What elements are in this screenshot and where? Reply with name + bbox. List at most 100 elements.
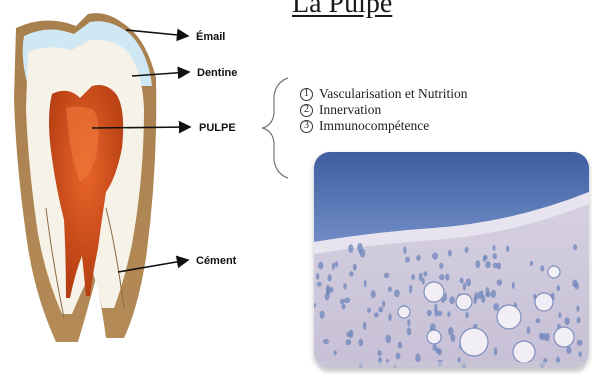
cell-nucleus bbox=[344, 297, 350, 303]
cell-nucleus bbox=[427, 310, 432, 316]
cell-nucleus bbox=[320, 311, 325, 319]
cell-nucleus bbox=[416, 255, 421, 261]
number-badge: 2 bbox=[300, 104, 313, 117]
cell-nucleus bbox=[448, 250, 452, 257]
cell-nucleus bbox=[382, 300, 385, 307]
cell-nucleus bbox=[340, 299, 345, 304]
function-label: Innervation bbox=[319, 102, 381, 118]
cell-nucleus bbox=[497, 279, 502, 285]
cell-nucleus bbox=[466, 278, 471, 286]
cell-nucleus bbox=[323, 339, 329, 344]
blood-vessel bbox=[424, 282, 444, 302]
cell-nucleus bbox=[463, 283, 466, 291]
cell-nucleus bbox=[386, 335, 392, 344]
label-email: Émail bbox=[196, 31, 225, 43]
cell-nucleus bbox=[357, 243, 363, 252]
cell-nucleus bbox=[437, 311, 443, 316]
cell-nucleus bbox=[384, 273, 389, 279]
cell-nucleus bbox=[527, 326, 531, 334]
cell-nucleus bbox=[343, 283, 346, 290]
cell-nucleus bbox=[432, 253, 438, 260]
cell-nucleus bbox=[474, 295, 477, 304]
cell-nucleus bbox=[405, 257, 410, 263]
cell-nucleus bbox=[367, 308, 371, 313]
cell-nucleus bbox=[358, 339, 363, 346]
cell-nucleus bbox=[398, 342, 402, 349]
blood-vessel bbox=[554, 327, 574, 347]
cell-nucleus bbox=[434, 309, 437, 317]
cell-nucleus bbox=[566, 346, 571, 354]
cell-nucleus bbox=[493, 245, 496, 251]
page-title: La Pulpe bbox=[292, 0, 392, 20]
cell-nucleus bbox=[558, 312, 561, 318]
cell-nucleus bbox=[396, 353, 401, 360]
cell-nucleus bbox=[407, 319, 410, 326]
cell-nucleus bbox=[318, 262, 323, 270]
cell-nucleus bbox=[465, 312, 468, 319]
cell-nucleus bbox=[419, 273, 423, 282]
cell-nucleus bbox=[377, 350, 381, 356]
cell-nucleus bbox=[578, 351, 582, 357]
curly-brace bbox=[262, 78, 288, 178]
blood-vessel bbox=[398, 306, 410, 318]
cell-nucleus bbox=[415, 353, 420, 362]
cell-nucleus bbox=[407, 327, 412, 335]
tooth-cross-section-image bbox=[6, 8, 168, 344]
cell-nucleus bbox=[326, 285, 330, 294]
cell-nucleus bbox=[460, 278, 464, 284]
blood-vessel bbox=[497, 305, 521, 329]
cell-nucleus bbox=[335, 261, 338, 267]
cell-nucleus bbox=[439, 263, 443, 269]
cell-nucleus bbox=[436, 348, 440, 353]
label-cement: Cément bbox=[196, 255, 236, 267]
cell-nucleus bbox=[374, 312, 379, 317]
label-pulpe: PULPE bbox=[199, 122, 236, 134]
cell-nucleus bbox=[378, 307, 383, 313]
cell-nucleus bbox=[572, 280, 578, 288]
blood-vessel bbox=[456, 294, 472, 310]
label-dentine: Dentine bbox=[197, 67, 237, 79]
cell-nucleus bbox=[465, 247, 469, 253]
cell-nucleus bbox=[576, 305, 579, 312]
cell-nucleus bbox=[341, 304, 345, 310]
cell-nucleus bbox=[512, 282, 515, 289]
cell-nucleus bbox=[451, 334, 456, 342]
cell-nucleus bbox=[494, 347, 498, 355]
number-badge: 3 bbox=[300, 120, 313, 133]
blood-vessel bbox=[513, 341, 535, 363]
cell-nucleus bbox=[394, 290, 400, 298]
cell-nucleus bbox=[493, 253, 497, 259]
blood-vessel bbox=[427, 330, 441, 344]
blood-vessel bbox=[548, 266, 560, 278]
cell-nucleus bbox=[530, 261, 533, 266]
cell-nucleus bbox=[540, 265, 544, 272]
cell-nucleus bbox=[577, 317, 581, 323]
cell-nucleus bbox=[388, 287, 392, 293]
cell-nucleus bbox=[317, 282, 322, 287]
cell-nucleus bbox=[388, 313, 391, 321]
cell-nucleus bbox=[541, 333, 546, 340]
cell-nucleus bbox=[327, 274, 331, 281]
cell-nucleus bbox=[364, 280, 367, 287]
function-label: Vascularisation et Nutrition bbox=[319, 86, 467, 102]
cell-nucleus bbox=[409, 285, 412, 294]
cell-nucleus bbox=[332, 263, 335, 270]
blood-vessel bbox=[535, 293, 553, 311]
pulp-functions-list: 1 Vascularisation et Nutrition 2 Innerva… bbox=[300, 86, 467, 134]
list-item: 3 Immunocompétence bbox=[300, 118, 467, 134]
cell-nucleus bbox=[481, 295, 485, 303]
cell-nucleus bbox=[493, 303, 499, 311]
cell-nucleus bbox=[485, 261, 491, 268]
cell-nucleus bbox=[334, 350, 337, 355]
cell-nucleus bbox=[353, 264, 357, 271]
cell-nucleus bbox=[577, 340, 583, 346]
cell-nucleus bbox=[316, 273, 319, 279]
list-item: 2 Innervation bbox=[300, 102, 467, 118]
cell-nucleus bbox=[346, 339, 352, 345]
list-item: 1 Vascularisation et Nutrition bbox=[300, 86, 467, 102]
cell-nucleus bbox=[371, 290, 376, 298]
cell-nucleus bbox=[423, 271, 427, 276]
cell-nucleus bbox=[564, 317, 569, 325]
micrograph-image bbox=[314, 152, 589, 368]
cell-nucleus bbox=[439, 274, 444, 280]
